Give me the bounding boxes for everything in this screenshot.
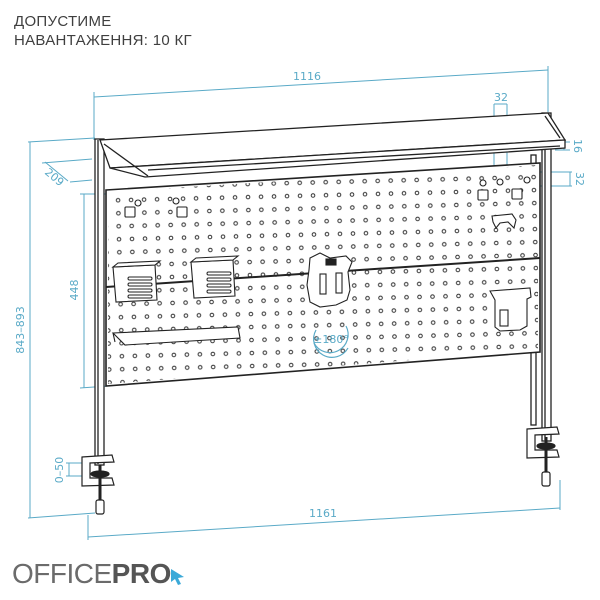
- dim-shelf-depth: 209: [42, 166, 66, 189]
- officepro-logo: OFFICEPRO: [12, 558, 184, 590]
- hook-icon: [176, 206, 188, 218]
- cup-holder: [489, 287, 532, 332]
- dim-panel-height: 448: [68, 280, 81, 301]
- hook-icon: [124, 206, 136, 218]
- headphone-hook: [491, 213, 517, 230]
- dim-total-width: 1161: [309, 507, 337, 520]
- accessory-shelf: [111, 326, 241, 346]
- dim-shelf-width: 1116: [293, 70, 321, 83]
- left-clamp: [81, 454, 115, 515]
- rotation-badge: ±180°: [313, 325, 349, 358]
- clamps: [81, 426, 560, 515]
- right-clamp: [526, 426, 560, 487]
- dim-total-height: 843–893: [14, 306, 27, 354]
- dim-hole-pitch-v: 32: [573, 172, 586, 186]
- rotation-label: ±180°: [313, 333, 349, 346]
- caption-line-1: ДОПУСТИМЕ: [14, 13, 112, 30]
- logo-text-bold: PRO: [111, 558, 172, 589]
- accessories: [111, 176, 532, 346]
- caption-line-2: НАВАНТАЖЕННЯ: 10 КГ: [14, 32, 192, 49]
- dim-shelf-thickness: 16: [571, 139, 584, 153]
- load-caption: ДОПУСТИМЕ НАВАНТАЖЕННЯ: 10 КГ: [14, 12, 192, 50]
- cursor-arrow-icon: [171, 569, 184, 585]
- logo-text-regular: OFFICE: [12, 558, 112, 589]
- dim-clamp-range: 0–50: [53, 457, 66, 484]
- dim-hole-pitch-h: 32: [494, 91, 508, 104]
